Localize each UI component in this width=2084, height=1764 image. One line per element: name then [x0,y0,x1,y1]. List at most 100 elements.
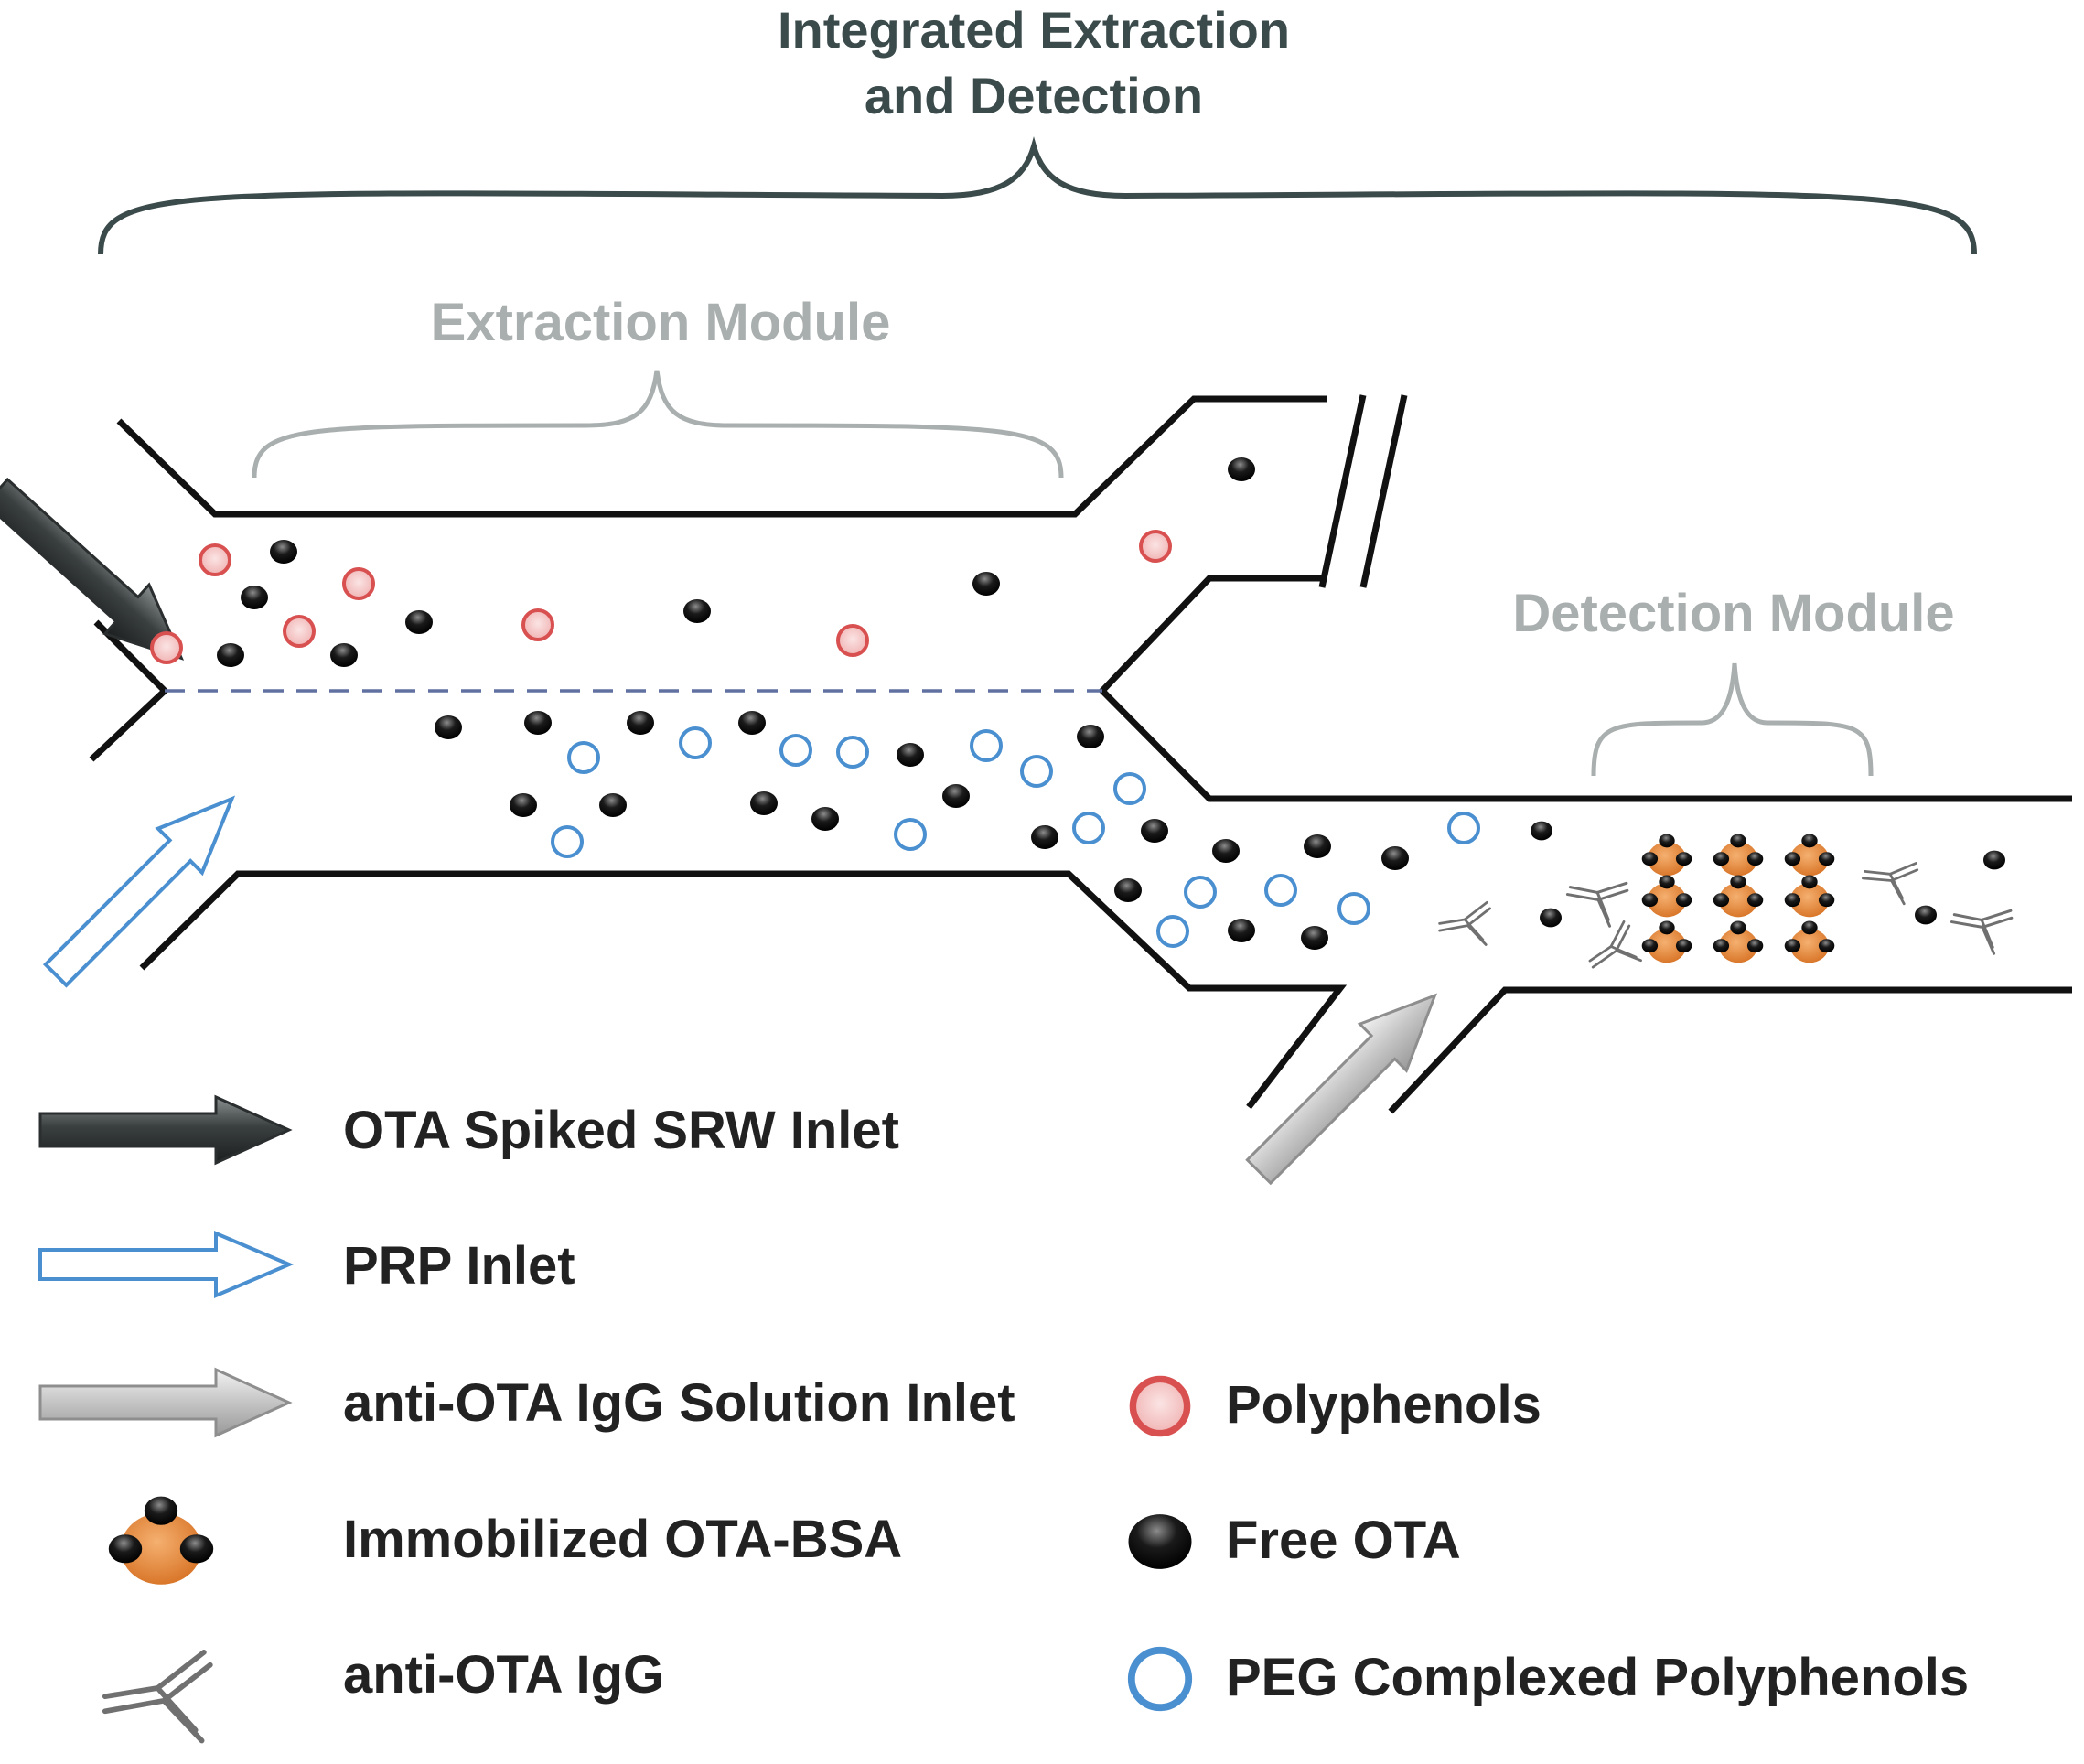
title-line-2: and Detection [865,67,1203,124]
legend-black-dot-icon [1128,1514,1192,1569]
ota-bsa-icon [1784,875,1835,918]
free-ota-icon [1531,821,1552,841]
legend-igg-inlet-label: anti-OTA IgG Solution Inlet [343,1373,1015,1433]
ota-bsa-icon [1713,875,1764,918]
legend-igg-label: anti-OTA IgG [343,1645,664,1705]
peg-polyphenol-icon [567,741,600,774]
legend-peg-polyphenols-label: PEG Complexed Polyphenols [1226,1648,1969,1707]
prp-inlet-bottom-wall [139,870,1348,1110]
polyphenol-icon [1139,530,1172,563]
polyphenol-icon [342,567,375,600]
peg-polyphenol-icon [1113,772,1146,805]
peg-polyphenol-icon [970,729,1003,762]
polyphenol-icon [836,624,869,657]
peg-polyphenol-icon [1264,874,1297,907]
antibody-icon [1579,919,1646,982]
peg-polyphenol-icon [1337,892,1370,925]
extraction-module-label: Extraction Module [431,293,891,352]
legend-ota-bsa-icon [108,1496,214,1585]
antibody-icon [1945,891,2015,957]
igg-inlet-right-wall [1388,986,2072,1114]
peg-polyphenol-icon [836,736,869,769]
ota-bsa-icon [1713,920,1764,963]
peg-polyphenol-icon [1072,812,1105,844]
free-ota-icon [217,643,244,667]
ota-bsa-icon [1713,834,1764,877]
ota-bsa-icon [1784,920,1835,963]
peg-polyphenol-icon [1184,876,1217,909]
polyphenol-icon [283,615,316,648]
free-ota-icon [972,572,1000,596]
polyphenol-icon [521,608,554,641]
peg-polyphenol-icon [551,825,584,858]
free-ota-icon [510,793,537,817]
legend-grey-arrow-icon [38,1368,291,1437]
free-ota-icon [270,540,297,564]
ota-bsa-icon [1784,834,1835,877]
free-ota-icon [1141,819,1168,843]
ota-bsa-icon [1641,920,1692,963]
free-ota-icon [1228,919,1255,942]
legend-ota-bsa-label: Immobilized OTA-BSA [343,1510,902,1569]
legend: OTA Spiked SRW Inlet PRP Inlet anti-OTA … [38,1095,1969,1741]
free-ota-icon [405,610,433,634]
free-ota-icon [524,711,552,735]
free-ota-icon [599,793,627,817]
legend-blue-arrow-icon [38,1232,291,1297]
extraction-brace [252,370,1064,479]
polyphenol-icon [199,543,231,576]
free-ota-icon [435,715,462,739]
title-line-1: Integrated Extraction [778,1,1290,59]
free-ota-icon [1212,839,1240,863]
antibody-icon [1438,900,1491,946]
free-ota-icon [1381,846,1409,870]
legend-dark-arrow-icon [38,1095,291,1165]
channel-walls [89,394,2072,1114]
free-ota-icon [330,643,358,667]
detection-brace [1591,662,1874,777]
channel-break-line-1 [1318,394,1367,588]
legend-polyphenols-label: Polyphenols [1226,1375,1542,1435]
peg-polyphenol-icon [894,818,927,851]
legend-free-ota-label: Free OTA [1226,1511,1461,1570]
legend-blue-circle-icon [1132,1651,1188,1707]
title-group: Integrated Extraction and Detection [778,1,1290,124]
free-ota-icon [1301,926,1328,950]
free-ota-icon [897,743,924,767]
integrated-brace [98,136,1977,255]
free-ota-icon [811,807,839,831]
peg-polyphenol-icon [679,726,712,759]
free-ota-icon [1915,905,1937,925]
free-ota-icon [1114,878,1142,902]
polyphenol-icon [150,631,183,664]
channel-break-line-2 [1359,394,1408,588]
peg-polyphenol-icon [779,734,812,767]
detection-zone [1438,821,2015,982]
legend-antibody-icon [105,1652,210,1741]
antibody-icon [1858,849,1920,907]
legend-prp-inlet-label: PRP Inlet [343,1236,575,1296]
free-ota-icon [1077,725,1104,748]
free-ota-icon [1031,825,1058,849]
ota-bsa-icon [1641,834,1692,877]
legend-red-circle-icon [1133,1379,1187,1433]
legend-srw-inlet-label: OTA Spiked SRW Inlet [343,1101,899,1160]
antibody-icon [1561,864,1631,930]
free-ota-icon [1983,850,2005,870]
free-ota-icon [750,791,778,815]
free-ota-icon [1304,834,1331,858]
free-ota-icon [1228,457,1255,481]
free-ota-icon [241,586,268,609]
free-ota-icon [942,784,970,808]
free-ota-icon [1540,908,1562,928]
ota-bsa-icon [1641,875,1692,918]
peg-polyphenol-icon [1020,755,1053,788]
detection-module-label: Detection Module [1512,584,1954,643]
srw-inlet-top-wall [116,395,1327,518]
free-ota-icon [627,711,654,735]
peg-polyphenol-icon [1447,812,1480,844]
peg-polyphenol-icon [1156,915,1189,948]
free-ota-icon [683,599,711,623]
